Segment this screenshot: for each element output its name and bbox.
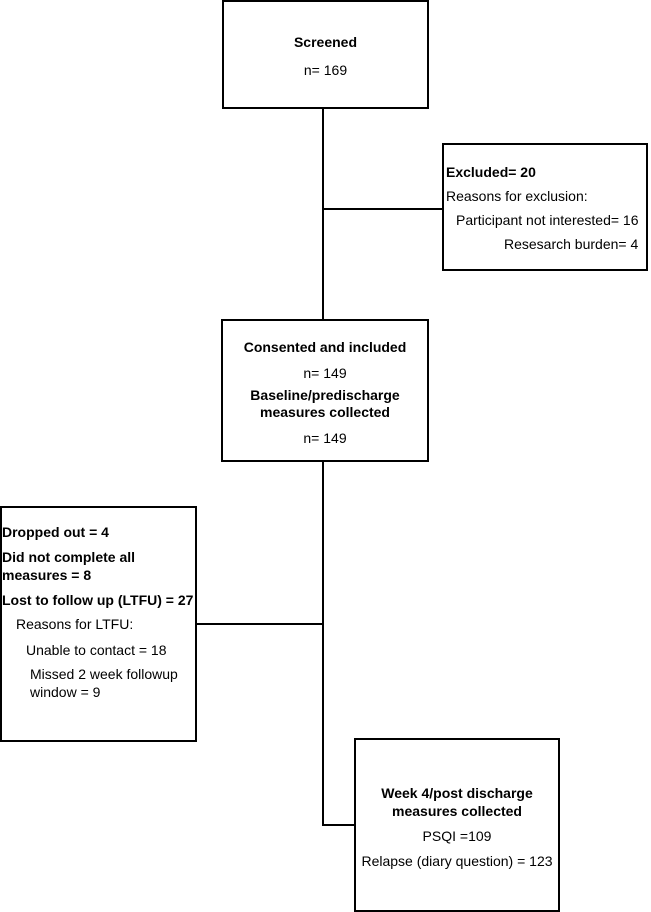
baseline-title-line2: measures collected	[260, 404, 390, 420]
ltfu-reason-missed-window-line1: Missed 2 week followup	[30, 666, 178, 682]
week4-title-line2: measures collected	[392, 803, 522, 819]
consented-title: Consented and included	[243, 339, 407, 355]
week4-box: Week 4/post discharge measures collected…	[354, 738, 560, 912]
connector-to-week4	[322, 824, 355, 826]
exclusion-reasons-heading: Reasons for exclusion:	[446, 188, 588, 204]
consented-box: Consented and included n= 149 Baseline/p…	[221, 319, 429, 462]
incomplete-measures-line2: measures = 8	[2, 567, 92, 583]
connector-to-excluded	[322, 208, 444, 210]
week4-title-line1: Week 4/post discharge	[381, 785, 533, 801]
screened-box: Screened n= 169	[222, 0, 429, 109]
baseline-count: n= 149	[303, 430, 347, 446]
ltfu-reasons-heading: Reasons for LTFU:	[16, 616, 134, 632]
baseline-title-line1: Baseline/predischarge	[250, 387, 400, 403]
exclusion-reason-burden: Resesarch burden= 4	[504, 236, 639, 252]
exclusion-reason-not-interested: Participant not interested= 16	[456, 212, 639, 228]
screened-count: n= 169	[303, 62, 348, 78]
ltfu-reason-unable-to-contact: Unable to contact = 18	[26, 642, 167, 658]
ltfu-reason-missed-window-line2: window = 9	[30, 684, 101, 700]
excluded-title: Excluded= 20	[446, 164, 536, 180]
connector-main-lower	[322, 461, 324, 826]
consented-count: n= 149	[303, 365, 347, 381]
week4-psqi: PSQI =109	[422, 828, 492, 844]
excluded-box: Excluded= 20 Reasons for exclusion: Part…	[442, 143, 648, 271]
connector-to-dropped	[196, 623, 324, 625]
incomplete-measures-line1: Did not complete all	[2, 549, 136, 565]
screened-title: Screened	[293, 34, 358, 50]
week4-relapse: Relapse (diary question) = 123	[361, 853, 553, 869]
dropped-box: Dropped out = 4 Did not complete all mea…	[0, 506, 197, 742]
lost-to-follow-up: Lost to follow up (LTFU) = 27	[2, 592, 194, 608]
connector-main-upper	[322, 108, 324, 320]
dropped-out: Dropped out = 4	[2, 524, 109, 540]
